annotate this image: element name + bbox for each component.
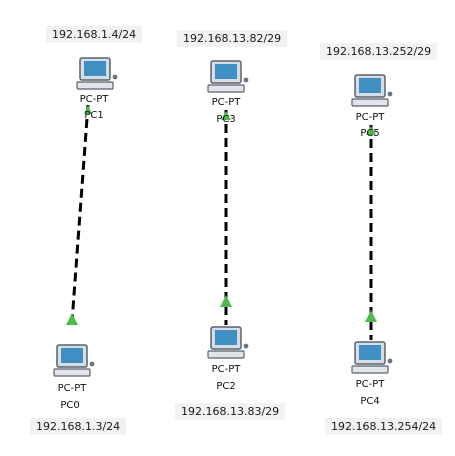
pc-icon [53,344,95,377]
ip-label-pc1: 192.168.1.4/24 [46,26,143,43]
link-status-up-icon [220,295,232,307]
link-pc5-pc4[interactable] [365,125,377,340]
ip-label-pc0: 192.168.1.3/24 [30,418,127,435]
pc-icon [351,74,393,107]
device-type-pc1: PC-PT [79,94,109,105]
link-status-up-icon [365,310,377,322]
device-type-pc5: PC-PT [355,112,385,123]
device-type-pc0: PC-PT [57,383,87,394]
device-type-pc4: PC-PT [355,379,385,390]
device-name-pc4: PC4 [360,396,380,407]
pc-icon [207,60,249,93]
device-name-pc3: PC3 [216,114,236,125]
ip-label-pc2: 192.168.13.83/29 [175,403,286,420]
device-type-pc2: PC-PT [211,364,241,375]
link-status-up-icon [66,313,78,325]
link-status-up-icon [366,126,376,135]
ip-label-pc4: 192.168.13.254/24 [325,418,443,435]
device-type-pc3: PC-PT [211,97,241,108]
device-name-pc2: PC2 [216,381,236,392]
ip-label-pc5: 192.168.13.252/29 [320,43,438,60]
pc-icon [76,57,118,90]
device-name-pc1: PC1 [84,110,104,121]
pc-icon [207,326,249,359]
device-name-pc0: PC0 [60,400,80,411]
link-pc1-pc0[interactable] [66,104,92,325]
ip-label-pc3: 192.168.13.82/29 [177,30,288,47]
link-pc3-pc2[interactable] [220,110,232,325]
device-name-pc5: PC5 [360,128,380,139]
link-status-up-icon [84,105,92,114]
pc-icon [351,341,393,374]
link-status-up-icon [221,111,231,120]
